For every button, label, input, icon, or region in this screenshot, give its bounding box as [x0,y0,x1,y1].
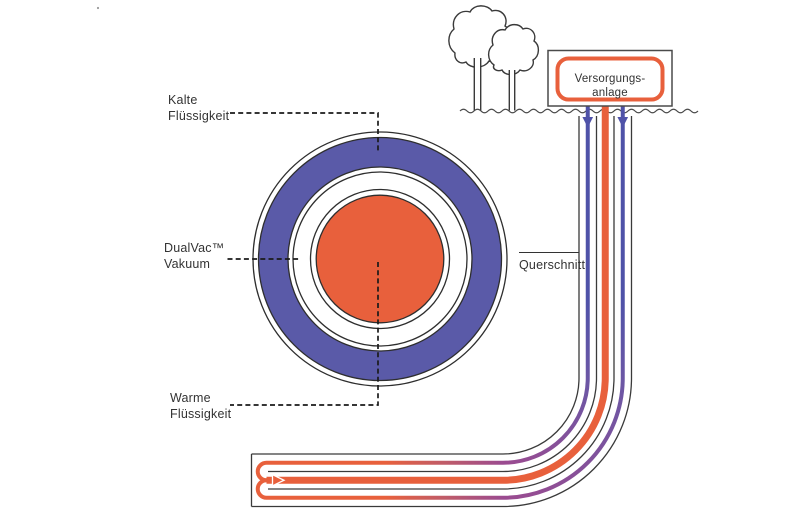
label-cold-line1: Kalte [168,93,198,107]
leader-lines [227,112,379,406]
pipe-walls [250,116,633,508]
warm-u-turn-bottom [255,478,267,500]
label-vacuum-line2: Vakuum [164,257,210,271]
tree-large-trunk [473,58,482,111]
label-warm-line2: Flüssigkeit [170,407,232,421]
tree-small-trunk [508,70,516,111]
supply-unit-inner-frame [555,56,665,102]
cold-pipe-left-bend [502,377,590,465]
label-vacuum-line1: DualVac™ [164,241,224,255]
ground-line [459,108,699,114]
cross-section-caption: Querschnitt [519,251,585,272]
label-cold-line2: Flüssigkeit [168,109,230,123]
cold-fluid-flow [266,100,625,500]
cold-down-arrow-left [582,117,594,128]
stray-dot [96,6,100,10]
supply-unit-label-line2: anlage [592,87,628,99]
cold-pipe-right-bend [502,377,625,500]
leader-cold [230,112,379,153]
warm-pipe-center [266,100,609,484]
pipe-wall-mid-right [268,116,615,490]
pipe-wall-outer [251,116,633,508]
pipe-wall-mid-left [268,116,598,473]
labels: Kalte Flüssigkeit DualVac™ Vakuum Warme … [164,93,585,421]
supply-unit-label-line1: Versorgungs- [575,73,646,85]
warm-fluid-core [315,194,445,324]
warm-u-turn-top [255,460,267,483]
tree-small-canopy [487,23,540,76]
cross-section-view [252,131,508,387]
vacuum-outer-wall [292,171,468,347]
supply-unit: Versorgungs- anlage [547,49,673,107]
vacuum-inner-wall [309,188,451,330]
label-warm-line1: Warme [170,391,211,405]
pipe-wall-inner [251,116,580,455]
cold-down-arrow-right [617,117,629,128]
label-cross-section: Querschnitt [519,258,585,272]
warm-right-arrow [271,473,286,487]
leader-warm [230,262,379,406]
trees-icon [448,5,540,111]
cold-flow-arrows [582,117,629,128]
